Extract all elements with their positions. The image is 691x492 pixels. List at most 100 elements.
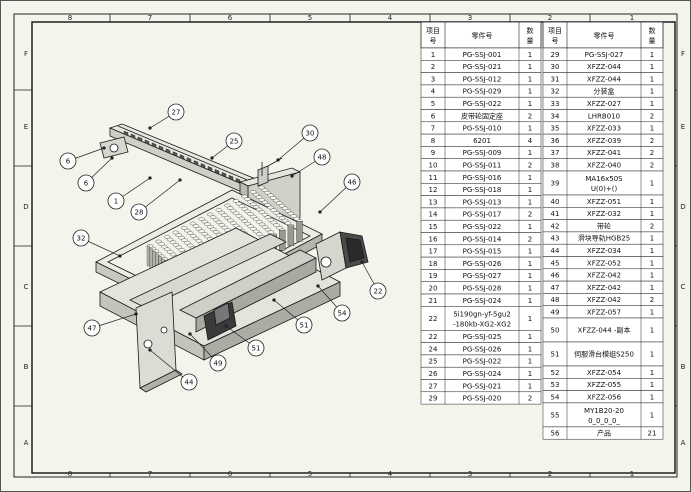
bom-cell: 伺服滑台模组S250 <box>574 350 634 359</box>
bom-cell: 2 <box>528 211 532 219</box>
bom-cell: 54 <box>551 393 560 401</box>
balloon-label: 25 <box>230 138 239 146</box>
bom-cell: 13 <box>429 198 438 206</box>
bom-cell: 6 <box>431 112 436 120</box>
item-balloon: 30 <box>301 124 319 142</box>
bom-cell: 1 <box>528 248 532 256</box>
bom-cell: 10 <box>429 161 438 169</box>
bom-cell: 43 <box>551 235 560 243</box>
bom-cell: 26 <box>429 370 438 378</box>
bom-cell: 1 <box>528 149 532 157</box>
bom-cell: 12 <box>429 186 438 194</box>
bom-cell: PG-SSJ-016 <box>463 174 502 182</box>
bom-cell: -180kb-XG2-XG2 <box>453 320 511 328</box>
bom-cell: 37 <box>551 149 560 157</box>
zone-label-left: C <box>24 283 29 291</box>
zone-label-right: A <box>681 439 686 447</box>
bom-cell: 30 <box>551 63 560 71</box>
bom-cell: 1 <box>528 345 532 353</box>
balloon-label: 27 <box>172 109 181 117</box>
bom-cell: PG-SSJ-025 <box>463 333 502 341</box>
balloon-label: 28 <box>135 209 144 217</box>
zone-label-bottom: 4 <box>388 470 393 478</box>
bom-cell: 32 <box>551 88 560 96</box>
bom-cell: XFZZ-033 <box>587 125 621 133</box>
bom-cell: PG-SSJ-014 <box>463 235 502 243</box>
bom-cell: 5i190gn-yf-5gu2 <box>453 310 511 318</box>
bom-cell: 1 <box>650 51 654 59</box>
balloon-label: 32 <box>77 235 86 243</box>
bom-cell: PG-SSJ-021 <box>463 63 502 71</box>
zone-label-bottom: 8 <box>68 470 72 478</box>
bom-cell: 1 <box>528 100 532 108</box>
item-balloon: 48 <box>313 148 331 166</box>
bom-cell: PG-SSJ-022 <box>463 358 502 366</box>
bom-cell: 1 <box>650 369 654 377</box>
zone-label-right: E <box>681 123 685 131</box>
servo-slide-module <box>179 249 317 341</box>
bom-cell: 1 <box>650 393 654 401</box>
bom-header: 零件号 <box>472 31 493 40</box>
zone-label-right: F <box>681 50 685 58</box>
assembly-isometric-view <box>95 123 369 393</box>
bom-cell: PG-SSJ-015 <box>463 248 502 256</box>
item-balloon: 44 <box>180 373 198 391</box>
bom-cell: PG-SSJ-021 <box>463 382 502 390</box>
bom-cell: 4 <box>528 137 533 145</box>
item-balloon: 49 <box>209 354 227 372</box>
balloon-label: 54 <box>338 310 347 318</box>
bom-cell: PG-SSJ-027 <box>585 51 624 59</box>
bom-cell: 产品 <box>597 429 611 438</box>
bom-cell: 1 <box>528 272 532 280</box>
bom-cell: 2 <box>528 235 532 243</box>
bom-cell: 2 <box>650 222 654 230</box>
bom-cell: XFZZ-051 <box>587 198 621 206</box>
bom-cell: 1 <box>528 260 532 268</box>
bom-cell: 34 <box>551 112 560 120</box>
zone-label-top: 3 <box>468 14 472 22</box>
bom-cell: 1 <box>650 235 654 243</box>
bom-cell: PG-SSJ-028 <box>463 284 502 292</box>
bom-cell: PG-SSJ-001 <box>463 51 502 59</box>
bom-cell: 49 <box>551 308 560 316</box>
bom-cell: 1 <box>650 125 654 133</box>
bom-header: 量 <box>527 37 534 45</box>
bom-cell: PG-SSJ-017 <box>463 211 502 219</box>
bom-row: 14 PG-SSJ-017 2 <box>420 207 542 221</box>
bom-cell: PG-SSJ-013 <box>463 198 502 206</box>
bom-cell: XFZZ-056 <box>587 393 622 401</box>
bom-cell: 1 <box>528 333 532 341</box>
balloon-label: 49 <box>214 360 223 368</box>
bom-cell: 21 <box>429 297 438 305</box>
balloon-label: 44 <box>185 379 194 387</box>
balloon-label: 22 <box>374 288 383 296</box>
bom-header: 号 <box>430 37 437 45</box>
bom-cell: MY1B20-20 <box>584 407 624 415</box>
bom-cell: 2 <box>431 63 435 71</box>
bom-cell: 2 <box>528 395 532 403</box>
zone-label-top: 6 <box>228 14 233 22</box>
bom-cell: 44 <box>551 247 560 255</box>
bom-cell: 1 <box>650 75 654 83</box>
bom-cell: PG-SSJ-012 <box>463 75 502 83</box>
balloon-label: 30 <box>306 130 315 138</box>
bom-cell: XFZZ-032 <box>587 210 621 218</box>
bom-cell: 35 <box>551 125 560 133</box>
zone-label-bottom: 2 <box>548 470 552 478</box>
bom-cell: 14 <box>429 211 438 219</box>
